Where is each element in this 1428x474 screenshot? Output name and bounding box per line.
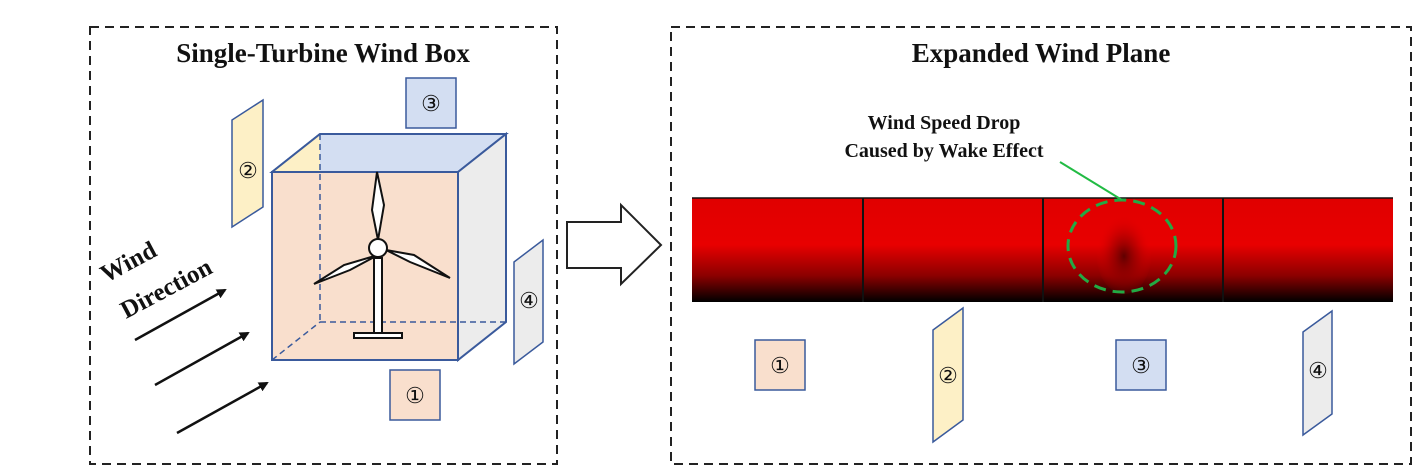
wind-box-right-face xyxy=(457,131,507,363)
right-panel-title: Expanded Wind Plane xyxy=(912,38,1171,68)
wake-deficit-spot xyxy=(1096,210,1152,294)
annotation-pointer xyxy=(1059,161,1123,201)
left-panel-title: Single-Turbine Wind Box xyxy=(176,38,470,68)
left-panel-border xyxy=(89,26,558,465)
expanded-wind-plane xyxy=(692,197,1393,302)
wind-arrows xyxy=(134,288,269,435)
svg-text:①: ① xyxy=(770,353,790,378)
svg-text:①: ① xyxy=(405,383,425,408)
wind-arrow xyxy=(134,288,227,342)
right-panel-border xyxy=(670,26,1412,465)
wind-box xyxy=(269,131,509,363)
right-face-3: ③ xyxy=(1115,339,1167,391)
left-face-3: ③ xyxy=(405,77,457,129)
right-face-4: ④ xyxy=(1302,309,1333,437)
svg-text:③: ③ xyxy=(1131,353,1151,378)
expand-arrow-icon xyxy=(566,202,663,287)
svg-text:②: ② xyxy=(938,363,958,388)
svg-text:Wind: Wind xyxy=(96,237,161,289)
wind-arrow xyxy=(176,381,269,435)
wind-turbine-icon xyxy=(313,171,451,339)
wind-direction-label: Wind Direction xyxy=(96,237,217,325)
svg-text:④: ④ xyxy=(1308,358,1328,383)
right-face-2: ② xyxy=(932,306,964,444)
right-panel: Expanded Wind Plane Wind Speed Drop Caus… xyxy=(670,26,1412,465)
left-panel: Single-Turbine Wind Box xyxy=(89,26,558,465)
left-face-4: ④ xyxy=(513,238,544,366)
svg-text:③: ③ xyxy=(421,91,441,116)
wind-arrow xyxy=(154,331,250,387)
annotation-line-1: Wind Speed Drop xyxy=(868,112,1021,134)
svg-text:②: ② xyxy=(238,158,258,183)
left-face-2: ② xyxy=(231,98,264,229)
left-face-1: ① xyxy=(389,369,441,421)
svg-text:④: ④ xyxy=(519,288,539,313)
right-face-1: ① xyxy=(754,339,806,391)
annotation-line-2: Caused by Wake Effect xyxy=(844,140,1043,162)
